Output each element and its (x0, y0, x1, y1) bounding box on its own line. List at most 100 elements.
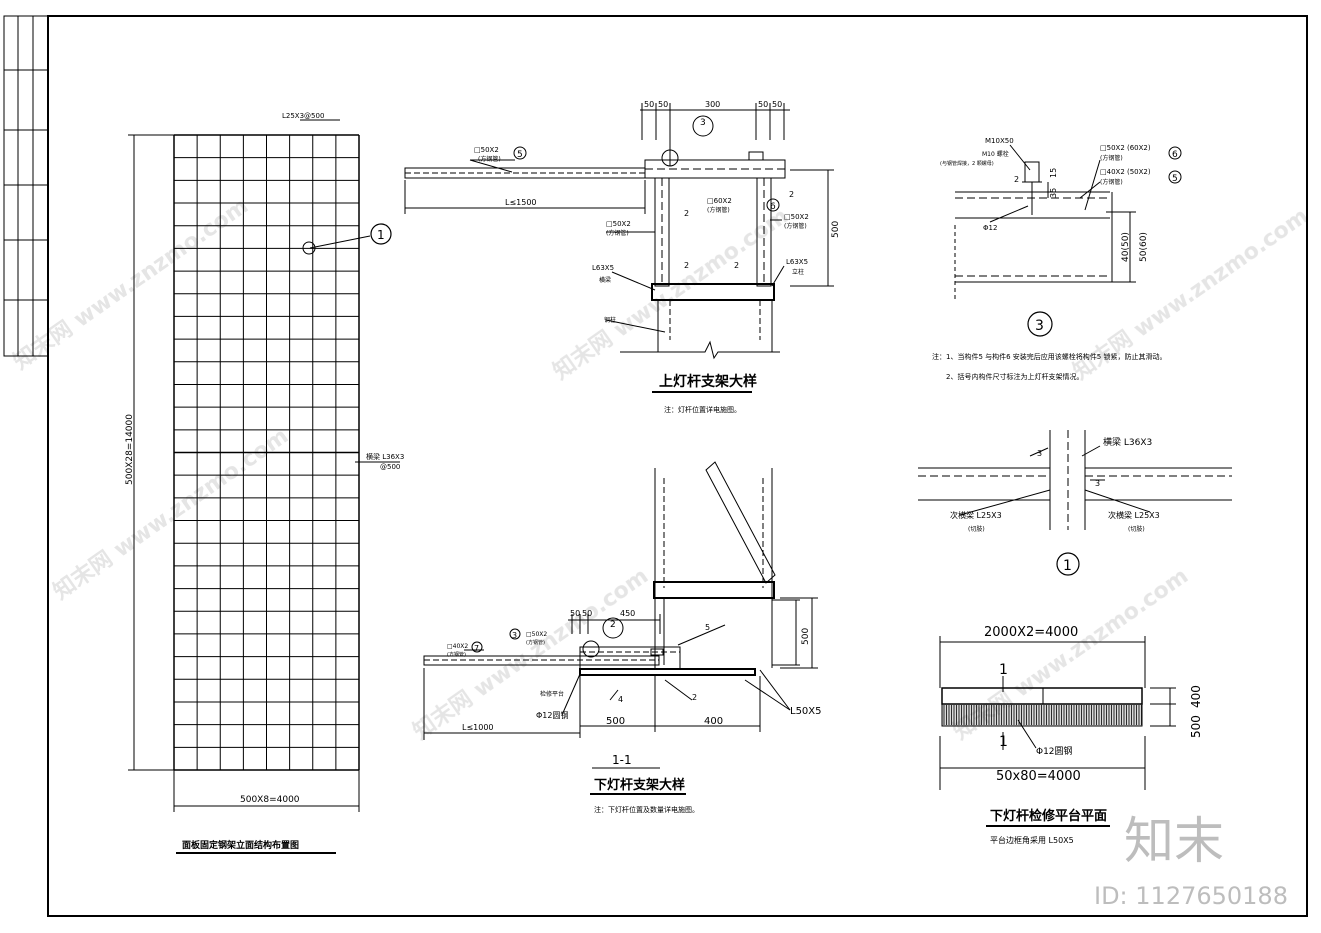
detail-3-pipe-a-sub: (方钢管) (1100, 154, 1123, 162)
upper-dim-5: 50 (772, 100, 782, 109)
lower-circle-3-label: 3 (512, 631, 517, 640)
detail-1-sub-left: 次横梁 L25X3 (950, 510, 1002, 520)
platform-section-a: 1 (999, 662, 1008, 678)
watermark-tile: 知末网 www.znzmo.com (9, 193, 254, 375)
upper-column: 钢柱 (604, 316, 616, 324)
main-beam-label: 横梁 L36X3 (366, 452, 404, 461)
lower-dim-400: 400 (704, 716, 723, 727)
detail-1-marker-circle (1056, 552, 1080, 576)
upper-pipe-col-sub: (方钢管) (606, 229, 629, 237)
lower-pipe-a: □40X2 (447, 643, 468, 650)
lower-bar: Φ12圆钢 (536, 710, 568, 720)
upper-pipe-mid: □60X2 (707, 197, 732, 205)
upper-pipe-left-sub: (方钢管) (478, 155, 501, 163)
detail-3-bolt: M10X50 (985, 137, 1014, 145)
lower-platform: 检修平台 (540, 690, 564, 698)
detail-3-note-2: 2、括号内构件尺寸标注为上灯杆支架情况。 (946, 372, 1083, 381)
detail-1-drawing (918, 430, 1232, 530)
detail-1-beam: 横梁 L36X3 (1103, 436, 1152, 448)
upper-angle-right: L63X5 (786, 258, 808, 266)
lower-pipe-a-sub: (方钢管) (447, 651, 466, 658)
platform-dim-400: 400 (1189, 685, 1203, 708)
detail-1-weld-b: 3 (1095, 479, 1100, 488)
detail-3-circle-6 (1168, 146, 1182, 160)
detail-3-pipe-b: □40X2 (50X2) (1100, 168, 1151, 176)
lower-circle-7 (471, 641, 483, 653)
lower-weld-2: 2 (692, 693, 697, 702)
main-dim-side: 500X28=14000 (125, 414, 135, 485)
main-panel-dims (128, 119, 400, 812)
detail-3-dim-35: 35 (1049, 188, 1058, 198)
lower-weld-4: 4 (618, 695, 623, 704)
detail-3-marker (1027, 311, 1053, 337)
lower-pipe-b: □50X2 (526, 631, 547, 638)
upper-pipe-mid-sub: (方钢管) (707, 206, 730, 214)
detail-1-weld-a: 3 (1037, 449, 1042, 458)
lower-detail-title: 下灯杆支架大样 (594, 777, 685, 793)
platform-dim-500: 500 (1189, 715, 1203, 738)
upper-dim-2: 50 (658, 100, 668, 109)
upper-marker-3 (692, 115, 714, 137)
lower-dim-500v: 500 (801, 628, 811, 645)
detail-3-dim-40: 40(50) (1121, 232, 1131, 262)
detail-3-weld: 2 (1014, 175, 1019, 184)
detail-3-dim-15: 15 (1049, 168, 1058, 178)
detail-3-bolt-sub: M10 螺栓 (982, 150, 1009, 158)
detail-1-sub-right-note: (切肢) (1128, 525, 1145, 533)
main-dim-bottom: 500X8=4000 (240, 795, 300, 805)
upper-angle-right-sub: 立柱 (792, 268, 804, 276)
upper-pipe-col: □50X2 (606, 220, 631, 228)
upper-weld-c: 2 (684, 261, 689, 270)
lower-dim-500: 500 (606, 716, 625, 727)
lower-marker-2-label: 2 (610, 620, 616, 630)
upper-pipe-right-sub: (方钢管) (784, 222, 807, 230)
platform-title: 下灯杆检修平台平面 (990, 808, 1107, 824)
upper-weld-d: 2 (734, 261, 739, 270)
detail-3-pipe-a: □50X2 (60X2) (1100, 144, 1151, 152)
lower-dim-3: 450 (620, 609, 635, 618)
upper-circle-5 (513, 146, 527, 160)
lower-detail-drawing (423, 461, 818, 740)
platform-note: 平台边框角采用 L50X5 (990, 835, 1074, 845)
upper-detail-note: 注：灯杆位置详电施图。 (664, 405, 741, 414)
platform-section-b: 1 (999, 734, 1008, 750)
platform-bar: Φ12圆钢 (1036, 745, 1073, 757)
platform-grating (943, 705, 1142, 725)
detail-3-drawing (954, 144, 1136, 300)
left-strip (3, 15, 49, 357)
detail-3-bar: Φ12 (983, 224, 997, 232)
upper-dim-1: 50 (644, 100, 654, 109)
detail-3-pipe-b-sub: (方钢管) (1100, 178, 1123, 186)
detail-1-sub-right: 次横梁 L25X3 (1108, 510, 1160, 520)
upper-dim-3: 300 (705, 100, 720, 109)
lower-dim-1: 50 (570, 609, 580, 618)
watermark-layer: 知末网 www.znzmo.com 知末网 www.znzmo.com 知末网 … (9, 193, 1314, 745)
upper-pipe-right: □50X2 (784, 213, 809, 221)
lower-weld-5: 5 (705, 623, 710, 632)
platform-drawing (939, 636, 1176, 790)
detail-3-circle-5 (1168, 170, 1182, 184)
lower-circle-3 (509, 628, 521, 640)
main-panel-grid (173, 134, 360, 771)
lower-detail-note: 注：下灯杆位置及数量详电施图。 (594, 805, 699, 814)
upper-angle-left: L63X5 (592, 264, 614, 272)
upper-circle-5-label: 5 (517, 150, 523, 160)
detail-3-circle-6-label: 6 (1172, 150, 1178, 160)
upper-marker-3-label: 3 (700, 118, 706, 128)
upper-angle-left-sub: 横梁 (599, 276, 611, 284)
detail-3-circle-5-label: 5 (1172, 174, 1178, 184)
detail-3-note-1: 注：1、当构件5 与构件6 安装完后应用该螺栓将构件5 锁紧，防止其滑动。 (932, 352, 1167, 361)
main-panel-title: 面板固定钢架立面结构布置图 (182, 839, 299, 851)
upper-circle-6 (766, 198, 780, 212)
detail-1-sub-left-note: (切肢) (968, 525, 985, 533)
main-dim-top: L25X3@500 (282, 112, 324, 120)
outer-frame (47, 15, 1308, 917)
detail-1-marker-label: 1 (377, 228, 385, 242)
lower-circle-7-label: 7 (474, 644, 479, 653)
upper-dim-4: 50 (758, 100, 768, 109)
detail-1-marker-label: 1 (1063, 558, 1072, 574)
detail-1-marker (370, 223, 392, 245)
upper-dim-500: 500 (831, 221, 841, 238)
watermark-tile: 知末网 www.znzmo.com (49, 423, 294, 605)
